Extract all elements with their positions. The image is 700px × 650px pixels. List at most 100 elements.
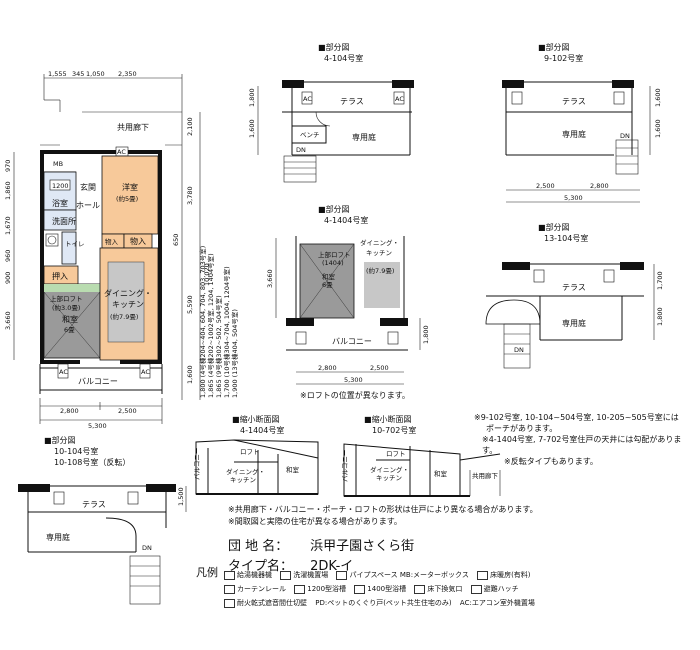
partial-4-1404-room: 4-1404号室: [324, 215, 368, 225]
legend-item: AC:エアコン室外機置場: [459, 599, 535, 607]
main-oshiire: 押入: [52, 271, 68, 281]
main-left-dim-5: 900: [4, 272, 12, 284]
partial-9-102-btotal: 5,300: [564, 194, 583, 202]
partial-9-102-room: 9-102号室: [544, 53, 583, 63]
main-left-dim-3: 1,670: [4, 216, 12, 235]
legend-item: 1200型浴槽: [294, 582, 346, 596]
section-10-702-loft: ロフト: [386, 450, 406, 458]
partial-4-104-bench: ベンチ: [300, 131, 320, 139]
general-notes: ※共用廊下・バルコニー・ポーチ・ロフトの形状は住戸により異なる場合があります。 …: [228, 504, 538, 528]
danchi-label: 団 地 名：: [228, 539, 289, 554]
partial-4-1404-btotal: 5,300: [344, 376, 363, 384]
partial-4-104-dim-1: 1,800: [248, 88, 256, 107]
partial-4-104-dim-2: 1,600: [248, 119, 256, 138]
curtain-rail-icon: [224, 584, 235, 594]
partial-4-1404-dining-2: キッチン: [366, 249, 392, 257]
main-dim-top-3: 1,050: [86, 70, 105, 78]
legend-item: 給湯機器機: [224, 568, 272, 582]
legend-item: 1400型浴槽: [354, 582, 406, 596]
partial-13-104-garden: 専用庭: [562, 318, 586, 328]
partial-13-104-dim-2: 1,800: [656, 307, 664, 326]
main-vnote-1: 1,800 (4号棟204~404, 604, 704, 803, 703号室): [198, 246, 207, 398]
partial-plan-9-102: ■部分図 9-102号室 テラス 専用庭 DN 1,600 1,600 2,50…: [502, 42, 662, 203]
legend-item: PD:ペットのくぐり戸(ペット共生住宅のみ): [315, 599, 452, 607]
section-4-1404-dining-2: キッチン: [230, 476, 256, 484]
main-right-dim-2: 3,780: [186, 186, 194, 205]
main-japanese-label: 和室: [62, 314, 78, 324]
partial-13-104-dn: DN: [514, 346, 524, 354]
partial-10-104-dim: 1,500: [177, 487, 185, 506]
main-dining-size: (約7.9畳): [110, 312, 138, 321]
main-corridor-label: 共用廊下: [117, 122, 149, 132]
main-ac-top: AC: [117, 148, 126, 156]
legend-item: 洗濯機置場: [280, 568, 328, 582]
section-4-1404-balcony: バルコニー: [193, 448, 201, 480]
partial-plan-4-1404: ■部分図 4-1404号室 上部ロフト (1404) 和室 6畳 ダイニング・ …: [266, 204, 430, 400]
main-dining-label-1: ダイニング・: [104, 288, 152, 298]
partition-wall-icon: [224, 598, 235, 608]
water-heater-icon: [224, 570, 235, 580]
section-10-702-corridor: 共用廊下: [472, 471, 499, 480]
note-2: ※間取図と実際の住宅が異なる場合があります。: [228, 517, 402, 526]
legend-items: 給湯機器機 洗濯機置場 パイプスペース MB:メーターボックス 床暖房(有料) …: [224, 568, 694, 610]
partial-9-102-terrace: テラス: [562, 97, 586, 106]
partial-4-1404-loft-size: (1404): [322, 259, 344, 267]
partial-4-1404-japanese: 和室: [322, 272, 336, 281]
legend-item: 避難ハッチ: [470, 582, 519, 596]
main-mb-label: MB: [53, 160, 63, 168]
partial-10-104-terrace: テラス: [82, 500, 106, 509]
main-right-dim-4: 5,590: [186, 295, 194, 314]
main-bottom-dim-1: 2,800: [60, 407, 79, 415]
type-label: タイプ名：: [228, 559, 294, 574]
section-10-702: ■縮小断面図 10-702号室 バルコニー ダイニング・ キッチン 和室 ロフト…: [341, 414, 501, 497]
main-dim-top-2: 345: [72, 70, 84, 78]
partial-4-104-terrace: テラス: [340, 97, 364, 106]
legend-heading: 凡例: [196, 566, 218, 579]
main-bottom-total: 5,300: [88, 422, 107, 430]
right-note-3: ※4-1404号室, 7-702号室住戸の天井には勾配があります。: [482, 435, 682, 455]
legend-item: 床下換気口: [414, 582, 462, 596]
partial-4-1404-dim-left: 3,660: [266, 269, 274, 288]
main-bath-label: 浴室: [52, 198, 68, 208]
note-1: ※共用廊下・バルコニー・ポーチ・ロフトの形状は住戸により異なる場合があります。: [228, 505, 538, 514]
main-total-dim: 10,020: [203, 263, 211, 286]
partial-4-1404-japanese-size: 6畳: [322, 281, 333, 289]
partial-4-1404-dining-size: (約7.9畳): [366, 266, 394, 275]
partial-4-1404-balcony: バルコニー: [332, 337, 372, 346]
main-floor-plan: 1,555 345 1,050 2,350 共用廊下 AC MB 1200 浴室…: [4, 70, 239, 430]
main-right-dim-5: 1,600: [186, 365, 194, 384]
partial-10-104-rooms: 10-104号室: [54, 446, 98, 456]
partial-4-104-ac-2: AC: [395, 95, 404, 103]
main-western-size: (約5畳): [116, 194, 138, 203]
main-dim-top-4: 2,350: [118, 70, 137, 78]
section-4-1404-room: 4-1404号室: [240, 425, 284, 435]
main-left-dim-6: 3,660: [4, 311, 12, 330]
main-left-dim-4: 960: [4, 250, 12, 262]
main-vnote-2: 1,865 (4号棟202~1002号室, 1204, 1404号室): [206, 253, 215, 398]
partial-4-1404-note: ※ロフトの位置が異なります。: [300, 390, 410, 400]
section-10-702-dining-2: キッチン: [376, 474, 402, 482]
partial-4-104-garden: 専用庭: [352, 132, 376, 142]
main-entrance-label: 玄関: [80, 182, 96, 192]
main-left-dim-2: 1,860: [4, 181, 12, 200]
main-left-dim-1: 970: [4, 160, 12, 172]
main-balcony-label: バルコニー: [78, 377, 118, 386]
right-note-1: ※9-102号室, 10-104~504号室, 10-205~505号室には: [474, 413, 679, 422]
escape-hatch-icon: [470, 584, 482, 594]
partial-4-104-dn: DN: [296, 146, 306, 154]
partial-13-104-room: 13-104号室: [544, 233, 588, 243]
main-dim-top-1: 1,555: [48, 70, 67, 78]
main-hall-label: ホール: [76, 201, 100, 210]
main-dining-label-2: キッチン: [112, 300, 144, 309]
bathtub-1400-icon: [354, 584, 366, 594]
partial-4-1404-title: ■部分図: [318, 204, 350, 214]
right-notes: ※9-102号室, 10-104~504号室, 10-205~505号室には ポ…: [474, 412, 696, 467]
section-10-702-balcony: バルコニー: [341, 450, 349, 482]
main-japanese-size: 6畳: [64, 326, 75, 334]
partial-13-104-dim-1: 1,700: [656, 271, 664, 290]
property-info: 団 地 名： 浜甲子園さくら街 タイプ名： 2DK-イ: [228, 537, 688, 577]
partial-4-1404-bdim-2: 2,500: [370, 364, 389, 372]
main-loft-size: (約3.0畳): [52, 303, 80, 312]
partial-9-102-dn: DN: [620, 132, 630, 140]
main-right-dim-1: 2,100: [186, 117, 194, 136]
